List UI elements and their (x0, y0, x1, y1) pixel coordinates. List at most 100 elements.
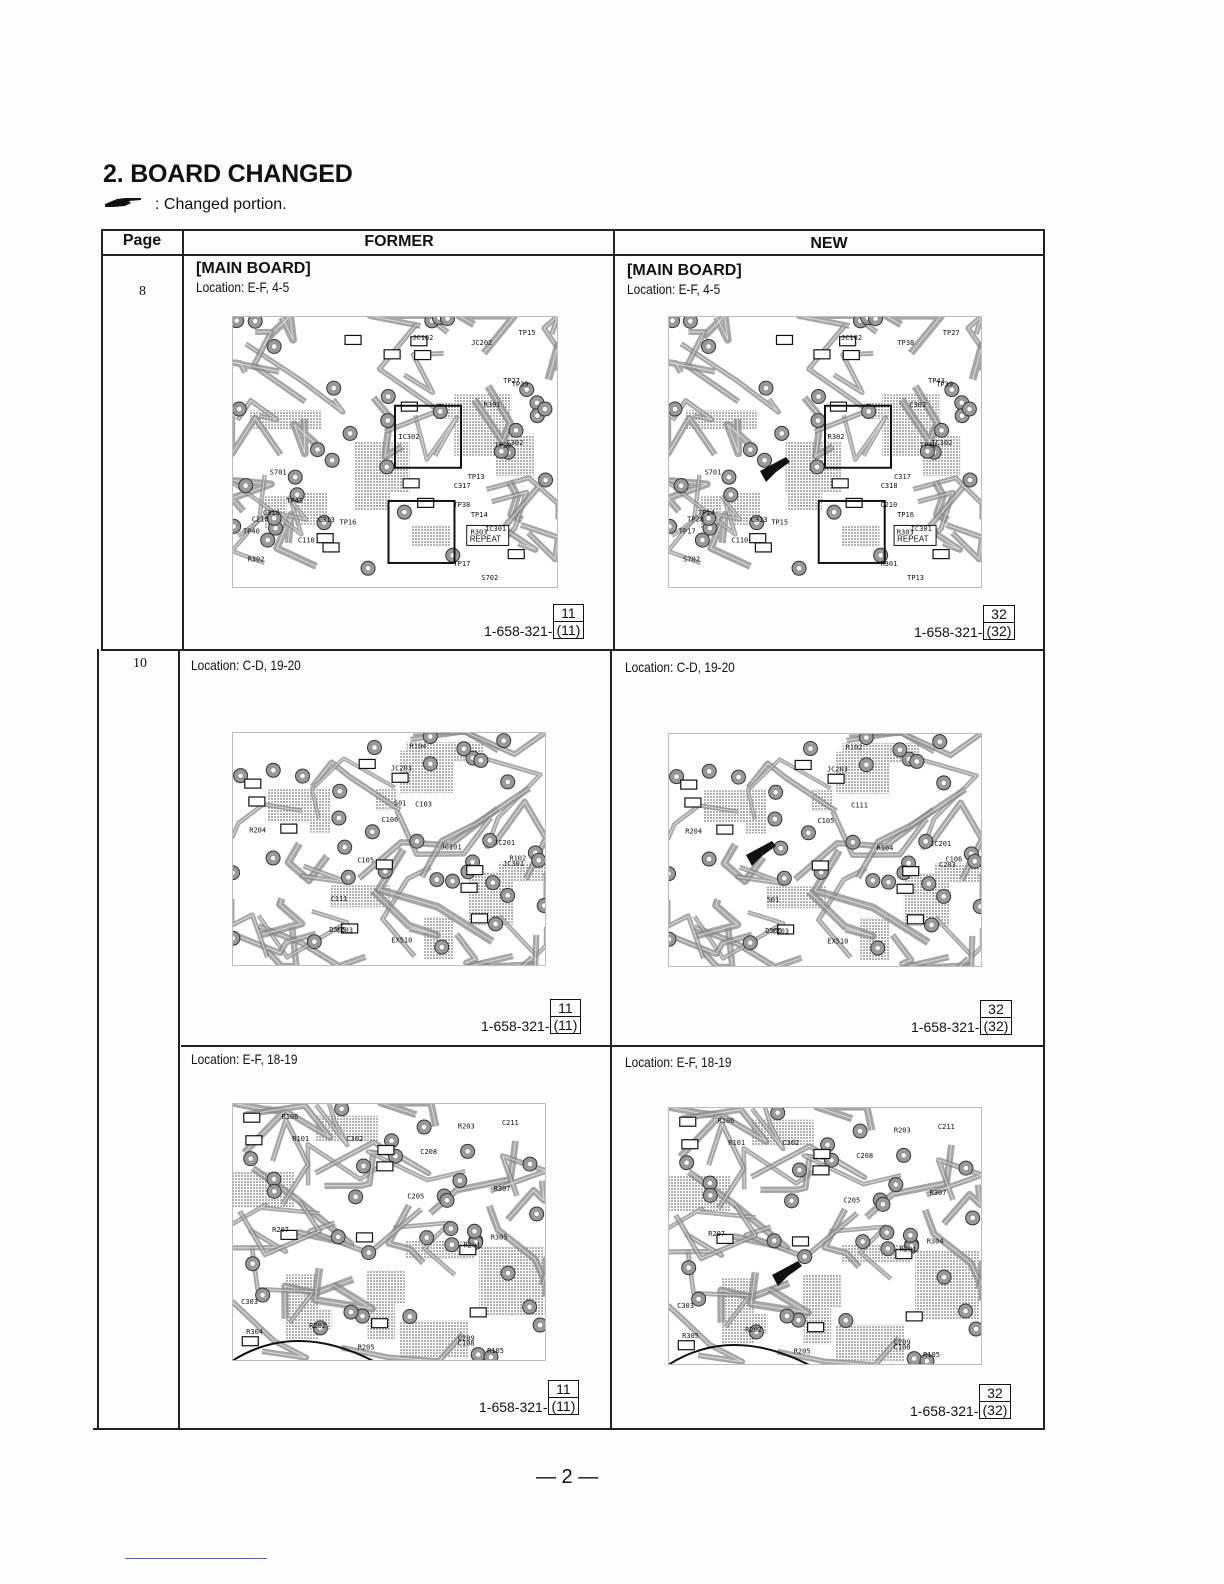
component-label: R106 (718, 1117, 735, 1125)
component-label: TP27 (503, 377, 520, 385)
changed-portion-marker (746, 841, 776, 866)
component-label: EX510 (391, 936, 412, 944)
part-number-prefix: 1-658-321- (481, 1018, 550, 1034)
row-divider (181, 1045, 1045, 1047)
component-label: R202 (309, 1322, 326, 1330)
column-divider (613, 229, 615, 651)
component-label: JC101 (441, 843, 462, 851)
header-page: Page (122, 232, 162, 249)
component-label: R202 (745, 1326, 762, 1334)
component-label: TP28 (495, 442, 512, 450)
component-label: C211 (938, 1123, 955, 1131)
component-label: C205 (843, 1196, 860, 1204)
table-left-border (97, 649, 99, 1430)
pcb-artwork: EX510JC203D505JC201R204R104C203R102C103C… (668, 733, 982, 967)
location-label: Location: E-F, 18-19 (191, 1051, 298, 1067)
part-number-suffix-alt: (32) (978, 1401, 1012, 1419)
component-label: IC302 (398, 433, 419, 441)
component-label: D505 (765, 927, 782, 935)
header-former: FORMER (364, 233, 434, 250)
pcb-artwork: R105R106C209R202R203C208R201R205C211R307… (232, 1103, 546, 1361)
component-label: R207 (272, 1226, 289, 1234)
component-label: C317 (894, 473, 911, 481)
part-number-suffix: 32 (978, 1384, 1012, 1401)
part-number-suffix: 32 (982, 605, 1016, 622)
component-label: R305 (491, 1233, 508, 1241)
pcb-artwork: REPEATC110TP39IC301JC102C313R303S701JC20… (232, 316, 558, 588)
component-label: S701 (270, 468, 287, 476)
component-label: 501 (767, 896, 780, 904)
component-label: C210 (252, 515, 269, 523)
component-label: R304 (246, 1328, 263, 1336)
component-label: C302 (506, 439, 523, 447)
part-number: 1-658-321- 32(32) (910, 1384, 1012, 1419)
component-label: C302 (782, 1139, 799, 1147)
component-label: JC203 (391, 765, 412, 773)
component-label: C111 (331, 895, 348, 903)
component-label: C203 (939, 861, 956, 869)
section-title: 2. BOARD CHANGED (103, 160, 353, 188)
legend-text: : Changed portion. (155, 195, 287, 213)
component-label: D505 (329, 926, 346, 934)
component-label: R102 (846, 744, 863, 752)
component-label: JC201 (930, 840, 951, 848)
component-label: TP17 (679, 528, 696, 536)
page-footer: — 2 — (536, 1466, 599, 1488)
component-label: R307 (494, 1185, 511, 1193)
component-label: C318 (263, 509, 280, 517)
part-number-suffix: 32 (979, 1000, 1013, 1017)
column-divider (610, 649, 612, 1430)
component-label: C303 (677, 1302, 694, 1310)
component-label: TP27 (943, 329, 960, 337)
table-top-border (101, 229, 1045, 231)
part-number: 1-658-321- 32(32) (914, 605, 1016, 640)
component-label: R104 (410, 743, 427, 751)
component-label: C318 (881, 482, 898, 490)
component-label: R104 (877, 844, 894, 852)
component-label: R203 (458, 1123, 475, 1131)
column-divider (178, 649, 180, 1430)
component-label: C313 (318, 516, 335, 524)
component-label: JC102 (412, 334, 433, 342)
component-label: C313 (751, 516, 768, 524)
part-number-suffix-alt: (11) (549, 1016, 582, 1034)
page-number: 8 (139, 284, 146, 299)
component-label: TP43 (928, 377, 945, 385)
board-title: [MAIN BOARD] (196, 260, 311, 277)
component-label: JC202 (471, 339, 492, 347)
repeat-tag: REPEAT (470, 534, 502, 543)
component-label: C108 (458, 1339, 475, 1347)
pcb-artwork: REPEATC110TP39IC301JC102C313R303S701TP38… (668, 316, 982, 588)
table-bottom-border (93, 1428, 1043, 1430)
component-label: R205 (794, 1347, 811, 1355)
part-number-prefix: 1-658-321- (479, 1399, 548, 1415)
component-label: C317 (454, 482, 471, 490)
component-label: TP16 (339, 519, 356, 527)
component-label: C110 (298, 536, 315, 544)
component-label: TP39 (512, 380, 529, 388)
component-label: TP38 (453, 501, 470, 509)
component-label: R305 (682, 1332, 699, 1340)
component-label: C303 (241, 1298, 258, 1306)
component-label: R101 (292, 1135, 309, 1143)
component-label: R301 (880, 560, 897, 568)
component-label: R201 (464, 1241, 481, 1249)
component-label: C205 (407, 1192, 424, 1200)
component-label: TP39 (936, 380, 953, 388)
component-label: C105 (357, 857, 374, 865)
table-left-border (101, 229, 103, 651)
table-right-border (1043, 229, 1045, 1430)
component-label: C302 (909, 401, 926, 409)
page-number: 10 (133, 656, 147, 671)
component-label: C108 (894, 1343, 911, 1351)
component-label: R205 (358, 1343, 375, 1351)
part-number-prefix: 1-658-321- (911, 1019, 980, 1035)
component-label: C210 (880, 501, 897, 509)
component-label: R303 (897, 528, 914, 536)
component-label: C209 (894, 1339, 911, 1347)
component-label: IC301 (911, 525, 932, 533)
location-label: Location: C-D, 19-20 (191, 657, 301, 673)
